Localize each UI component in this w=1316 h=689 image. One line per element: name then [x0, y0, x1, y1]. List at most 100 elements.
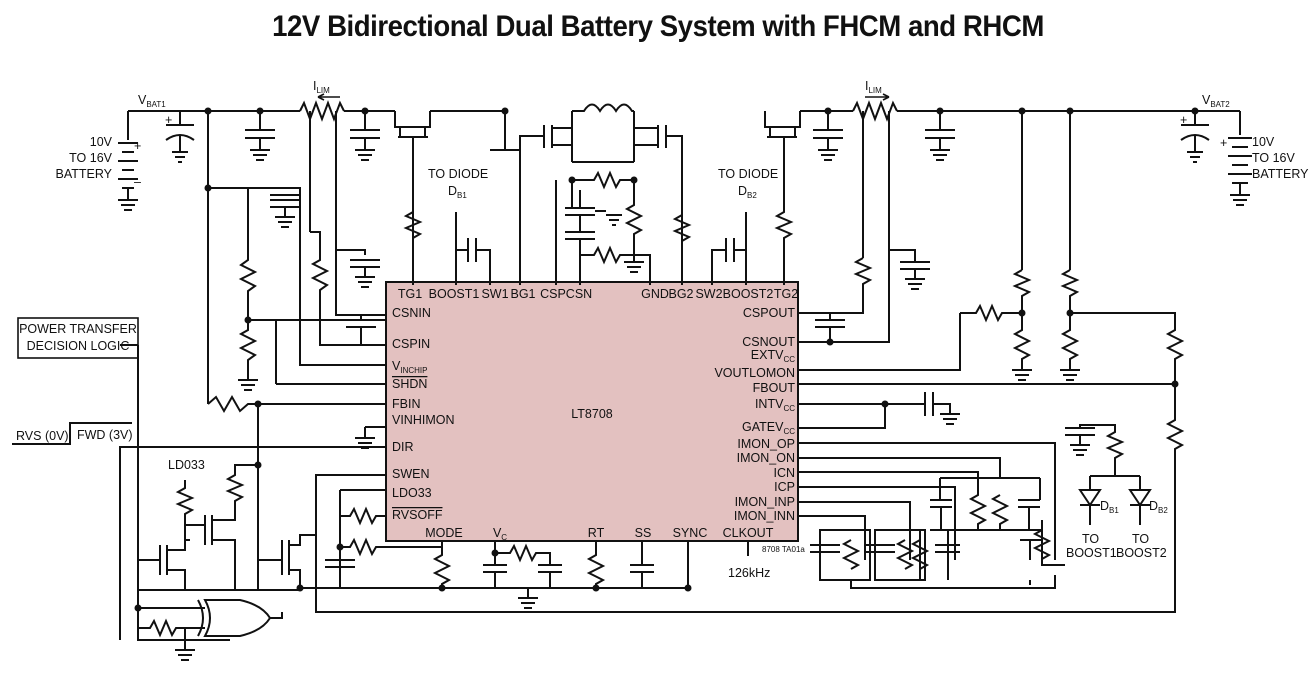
db2-label: DB2: [738, 184, 757, 200]
pin-mode: MODE: [425, 526, 463, 540]
battery-1: + –: [118, 139, 141, 211]
pin-rvsoff: RVSOFF: [392, 508, 443, 522]
pin-csnout: CSNOUT: [742, 335, 795, 349]
ldo33-label: LD033: [168, 458, 205, 472]
pin-bg1: BG1: [510, 287, 535, 301]
bulk-cap-1: +: [165, 113, 195, 163]
gate-drive-2: TO DIODE DB2: [672, 167, 794, 285]
bat2-line1: 10V: [1252, 135, 1275, 149]
ic-name: LT8708: [571, 407, 613, 421]
pin-rt: RT: [588, 526, 605, 540]
ic-body: [385, 281, 799, 542]
pin-sw2: SW2: [695, 287, 722, 301]
mosfet-pass-2: [764, 111, 801, 200]
sense-resistor-1: [299, 93, 345, 232]
logic-section: POWER TRANSFER DECISION LOGIC RVS (0V) F…: [12, 317, 386, 661]
power-transfer-line1: POWER TRANSFER: [19, 322, 137, 336]
pin-cspin: CSPIN: [392, 337, 430, 351]
cap-gnd-1: [245, 129, 275, 161]
pin-icp: ICP: [774, 480, 795, 494]
diode-1-label: DB1: [1100, 499, 1119, 515]
pin-extvcc: EXTVCC: [751, 348, 795, 364]
bulk-cap-2-plus: +: [1180, 113, 1187, 127]
pin-fbin: FBIN: [392, 397, 420, 411]
to-diode-2: TO DIODE: [718, 167, 778, 181]
gate-drive-1: TO DIODE DB1: [403, 167, 491, 285]
freq-label: 126kHz: [728, 566, 770, 580]
pin-ss: SS: [635, 526, 652, 540]
pin-vinhimon: VINHIMON: [392, 413, 455, 427]
cap-gnd-2: [350, 129, 380, 161]
pin-shdn: SHDN: [392, 377, 427, 391]
pin-boost2: BOOST2: [723, 287, 774, 301]
pin-dir: DIR: [392, 440, 414, 454]
to-diode-1: TO DIODE: [428, 167, 488, 181]
ilim-right-label: ILIM: [865, 79, 882, 95]
pin-vinchip: VINCHIP: [392, 359, 427, 375]
pin-intvcc: INTVCC: [755, 397, 795, 413]
ic-bottom-pins: MODE VC RT SS SYNC CLKOUT: [425, 526, 773, 542]
power-transfer-line2: DECISION LOGIC: [27, 339, 130, 353]
pin-imon_on: IMON_ON: [737, 451, 795, 465]
bat2-line3: BATTERY: [1252, 167, 1309, 181]
pin-swen: SWEN: [392, 467, 430, 481]
current-sense-network: [555, 170, 651, 285]
bat1-line1: 10V: [90, 135, 113, 149]
pin-clkout: CLKOUT: [723, 526, 774, 540]
vbat1-label: VBAT1: [138, 93, 166, 109]
bat1-line3: BATTERY: [56, 167, 113, 181]
fwd-label: FWD (3V): [77, 428, 133, 442]
bat2-line2: TO 16V: [1252, 151, 1296, 165]
pin-ldo33: LDO33: [392, 486, 432, 500]
pin-boost1: BOOST1: [429, 287, 480, 301]
pin-csnin: CSNIN: [392, 306, 431, 320]
db1-label: DB1: [448, 184, 467, 200]
to-boost1-a: TO: [1082, 532, 1099, 546]
pin-vc: VC: [493, 526, 507, 542]
mosfet-pass-1: [394, 111, 431, 285]
sense-resistor-2: [798, 93, 930, 343]
pin-csp: CSP: [540, 287, 566, 301]
battery-2-plus: +: [1220, 136, 1227, 150]
diode-2-label: DB2: [1149, 499, 1168, 515]
bat1-line2: TO 16V: [69, 151, 113, 165]
left-network: [207, 187, 386, 449]
output-dividers: [315, 269, 1185, 613]
pin-sync: SYNC: [673, 526, 708, 540]
top-labels: VBAT1 VBAT2 ILIM ILIM 10V TO 16V BATTERY…: [56, 79, 1310, 181]
imon-network: [798, 442, 1065, 589]
pin-gatevcc: GATEVCC: [742, 420, 795, 436]
intvcc-cap: [798, 392, 960, 429]
inductor: [571, 103, 635, 162]
rvs-label: RVS (0V): [16, 429, 69, 443]
pin-icn: ICN: [773, 466, 795, 480]
pin-imon_inp: IMON_INP: [735, 495, 795, 509]
to-boost1-b: BOOST1: [1066, 546, 1117, 560]
pin-tg1: TG1: [398, 287, 422, 301]
pin-cspout: CSPOUT: [743, 306, 795, 320]
bulk-cap-2: +: [1180, 113, 1210, 163]
pin-bg2: BG2: [668, 287, 693, 301]
pin-imon_inn: IMON_INN: [734, 509, 795, 523]
battery-1-minus: –: [134, 175, 141, 189]
to-boost2-a: TO: [1132, 532, 1149, 546]
pin-imon_op: IMON_OP: [737, 437, 795, 451]
pin-fbout: FBOUT: [753, 381, 796, 395]
bulk-cap-1-plus: +: [165, 113, 172, 127]
battery-2: +: [1220, 136, 1252, 206]
battery-1-plus: +: [134, 139, 141, 153]
pin-voutlomon: VOUTLOMON: [714, 366, 795, 380]
fig-code: 8708 TA01a: [762, 545, 805, 554]
vbat2-rail: [800, 110, 1241, 270]
gatevcc-network: DB1 DB2 TO BOOST1 TO BOOST2: [1065, 424, 1168, 560]
ic-left-pins: CSNIN CSPIN VINCHIP SHDN FBIN VINHIMON DIR SWEN…: [392, 306, 455, 522]
pin-csn: CSN: [566, 287, 592, 301]
vbat2-label: VBAT2: [1202, 93, 1230, 109]
cap-gnd-4: [925, 129, 955, 161]
pin-tg2: TG2: [774, 287, 798, 301]
switch-mosfets: [490, 111, 683, 285]
cap-gnd-3: [813, 129, 843, 161]
